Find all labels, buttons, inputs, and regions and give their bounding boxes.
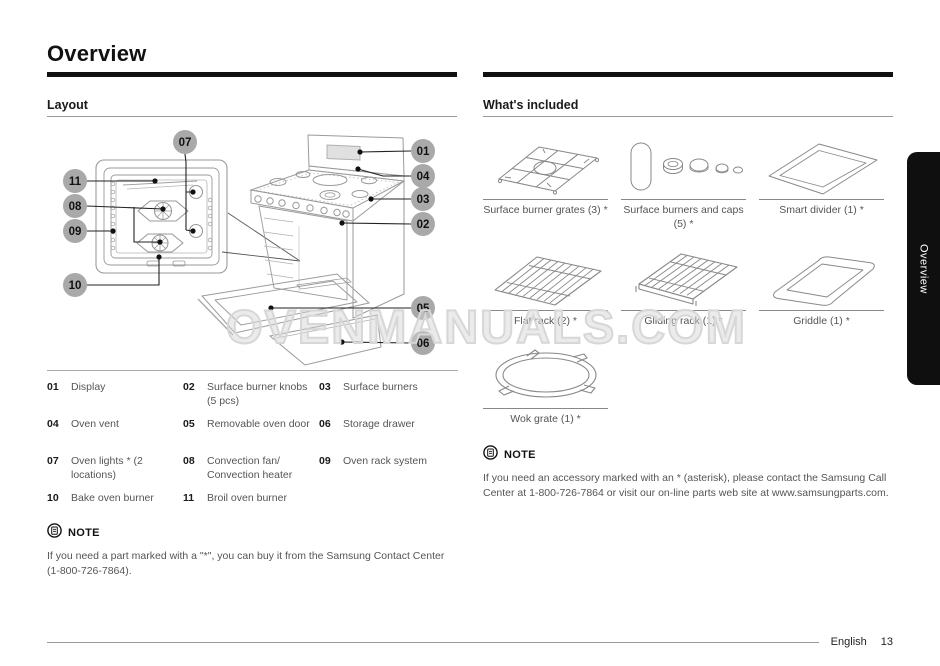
item-caption: Gliding rack (1) *	[644, 315, 723, 328]
item-surface-burners-caps: Surface burners and caps (5) *	[621, 133, 746, 231]
inset-pointer-lines	[222, 213, 300, 261]
callout-09: 09	[63, 219, 87, 243]
svg-text:10: 10	[69, 280, 82, 292]
item-flat-rack: Flat rack (2) *	[483, 244, 608, 329]
svg-text:04: 04	[417, 171, 430, 183]
page-title: Overview	[47, 41, 147, 66]
item-griddle: Griddle (1) *	[759, 244, 884, 329]
callout-11: 11	[63, 169, 87, 193]
svg-text:02: 02	[417, 219, 430, 231]
note-label: NOTE	[68, 527, 100, 539]
title-rule-left	[47, 72, 457, 77]
svg-text:03: 03	[417, 194, 430, 206]
footer-rule	[47, 641, 819, 643]
item-divider	[621, 199, 746, 200]
callout-01: 01	[411, 139, 435, 163]
callout-10: 10	[63, 273, 87, 297]
item-caption: Wok grate (1) *	[510, 412, 581, 425]
layout-heading-rule	[47, 116, 457, 117]
item-gliding-rack: Gliding rack (1) *	[621, 244, 746, 329]
range-illustration	[198, 135, 404, 365]
item-divider	[759, 199, 884, 200]
surface-burners-caps-icon	[621, 133, 746, 195]
svg-text:11: 11	[69, 176, 82, 188]
svg-text:05: 05	[417, 303, 430, 315]
included-items-grid: Surface burner grates (3) * Surface burn…	[483, 133, 897, 440]
title-rule-right	[483, 72, 893, 77]
callout-07: 07	[173, 130, 197, 154]
item-caption: Griddle (1) *	[793, 315, 850, 328]
chapter-tab-overview: Overview	[907, 152, 940, 385]
surface-burner-grates-icon	[483, 133, 608, 195]
item-divider	[483, 199, 608, 200]
callout-06: 06	[411, 331, 435, 355]
layout-heading: Layout	[47, 98, 88, 112]
note-text: If you need a part marked with a "*", yo…	[47, 550, 445, 577]
callout-04: 04	[411, 164, 435, 188]
note-text: If you need an accessory marked with an …	[483, 472, 889, 499]
svg-text:08: 08	[69, 201, 82, 213]
item-divider	[759, 310, 884, 312]
item-smart-divider: Smart divider (1) *	[759, 133, 884, 231]
item-wok-grate: Wok grate (1) *	[483, 342, 608, 427]
note-icon	[483, 445, 498, 465]
wok-grate-icon	[483, 342, 608, 404]
footer-page-number: 13	[880, 636, 893, 648]
included-heading: What's included	[483, 98, 579, 112]
callout-05: 05	[411, 296, 435, 320]
oven-layout-diagram: 07 11 08 09 10 01 04 03 02 05 06	[47, 122, 457, 370]
callout-lines	[87, 151, 411, 343]
svg-text:09: 09	[69, 226, 82, 238]
svg-text:07: 07	[179, 137, 192, 149]
item-caption: Smart divider (1) *	[779, 204, 864, 216]
chapter-tab-label: Overview	[917, 243, 930, 294]
oven-interior-inset	[96, 160, 227, 273]
callout-03: 03	[411, 187, 435, 211]
item-surface-burner-grates: Surface burner grates (3) *	[483, 133, 608, 231]
note-label: NOTE	[504, 449, 536, 461]
note-heading: NOTE	[483, 445, 895, 465]
item-divider	[483, 310, 608, 312]
item-caption: Surface burners and caps (5) *	[623, 204, 744, 230]
svg-text:01: 01	[417, 146, 430, 158]
griddle-icon	[759, 244, 884, 306]
included-note: NOTE If you need an accessory marked wit…	[483, 445, 895, 500]
note-icon	[47, 523, 62, 543]
item-divider	[483, 407, 608, 409]
smart-divider-icon	[759, 133, 884, 195]
layout-note: NOTE If you need a part marked with a "*…	[47, 523, 447, 578]
flat-rack-icon	[483, 244, 608, 306]
included-heading-rule	[483, 116, 893, 117]
diagram-bottom-rule	[47, 370, 458, 371]
item-caption: Surface burner grates (3) *	[483, 204, 608, 216]
callout-02: 02	[411, 212, 435, 236]
gliding-rack-icon	[621, 244, 746, 306]
callout-dots	[110, 149, 374, 345]
page-footer: English 13	[47, 636, 893, 648]
svg-text:06: 06	[417, 338, 430, 350]
note-heading: NOTE	[47, 523, 447, 543]
footer-language: English	[830, 636, 867, 648]
item-caption: Flat rack (2) *	[513, 315, 577, 328]
item-divider	[621, 310, 746, 312]
callout-08: 08	[63, 194, 87, 218]
